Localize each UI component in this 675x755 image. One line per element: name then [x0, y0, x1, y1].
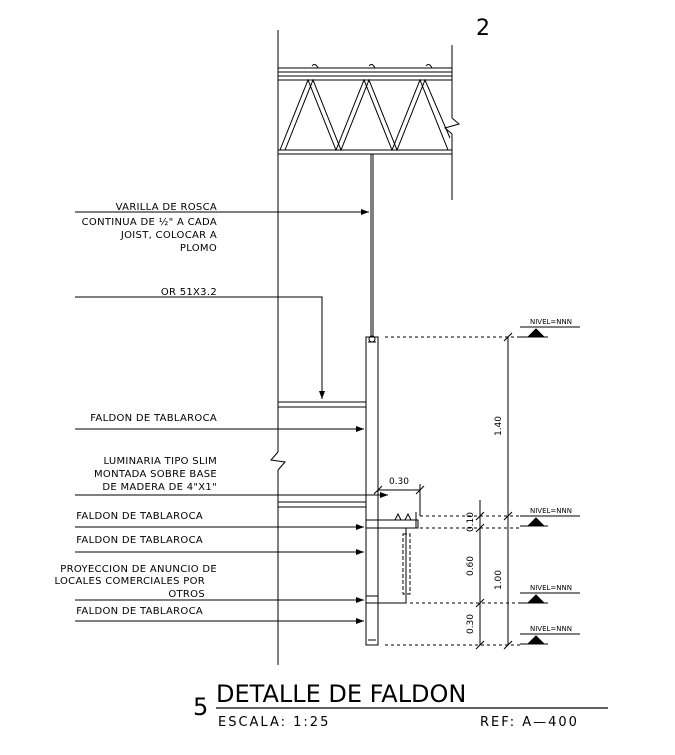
- level-label-2: NIVEL=NNN: [530, 507, 572, 515]
- faldon-label-3: FALDON DE TABLAROCA: [76, 535, 203, 546]
- projection-label-2: LOCALES COMERCIALES POR: [54, 576, 205, 587]
- level-label-4: NIVEL=NNN: [530, 625, 572, 633]
- wall-left-line: [270, 30, 286, 665]
- dim-1-40: 1.40: [494, 416, 504, 436]
- annotations: VARILLA DE ROSCA CONTINUA DE ½" A CADA J…: [54, 202, 217, 617]
- level-label-3: NIVEL=NNN: [530, 584, 572, 592]
- dim-0-30-top: 0.30: [389, 477, 409, 487]
- rod-label-4: PLOMO: [180, 243, 217, 254]
- detail-title: DETALLE DE FALDON: [216, 680, 466, 708]
- threaded-rod: [370, 154, 374, 337]
- rod-label-2: CONTINUA DE ½" A CADA: [82, 216, 217, 228]
- wall-right-line: [443, 45, 461, 200]
- faldon-label-4: FALDON DE TABLAROCA: [76, 606, 203, 617]
- detail-scale: ESCALA: 1:25: [218, 715, 330, 730]
- level-labels: NIVEL=NNN NIVEL=NNN NIVEL=NNN NIVEL=NNN: [530, 318, 572, 633]
- or-profile-label: OR 51X3.2: [161, 287, 217, 298]
- dim-1-00: 1.00: [494, 570, 504, 590]
- title-block: 5 DETALLE DE FALDON ESCALA: 1:25 REF: A—…: [193, 680, 608, 730]
- rod-label-1: VARILLA DE ROSCA: [116, 202, 217, 213]
- rod-label-3: JOIST, COLOCAR A: [120, 230, 217, 241]
- dimension-labels: 1.40 0.30 0.10 0.60 1.00 0.30: [389, 416, 504, 634]
- roof-joist: [278, 63, 452, 155]
- soffit-panel: [365, 335, 379, 646]
- projection-label-3: OTROS: [168, 589, 205, 600]
- dim-0-30-bottom: 0.30: [466, 614, 476, 634]
- grid-label: 2: [476, 16, 490, 41]
- sign-projection: [365, 527, 411, 604]
- dim-0-10: 0.10: [466, 512, 476, 532]
- level-label-1: NIVEL=NNN: [530, 318, 572, 326]
- detail-reference: REF: A—400: [480, 715, 579, 730]
- projection-label-1: PROYECCION DE ANUNCIO DE: [60, 564, 217, 575]
- faldon-label-2: FALDON DE TABLAROCA: [76, 511, 203, 522]
- luminaire-label-1: LUMINARIA TIPO SLIM: [103, 456, 217, 467]
- luminaire: [365, 512, 419, 529]
- faldon-label-1: FALDON DE TABLAROCA: [90, 413, 217, 424]
- luminaire-label-3: DE MADERA DE 4"X1": [102, 482, 217, 493]
- dimension-lines: [373, 332, 520, 650]
- leader-lines: [75, 209, 388, 624]
- luminaire-label-2: MONTADA SOBRE BASE: [94, 469, 217, 480]
- title-number: 5: [193, 693, 208, 721]
- dim-0-60: 0.60: [466, 556, 476, 576]
- ceiling-lines: [278, 401, 366, 508]
- level-markers: [520, 326, 580, 645]
